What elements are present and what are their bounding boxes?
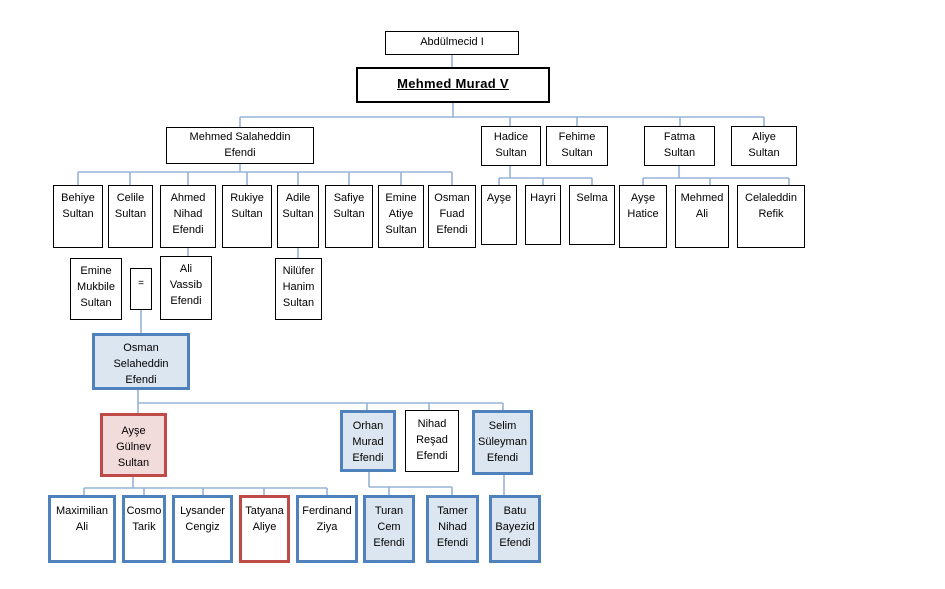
node-tamer-nihad: Tamer Nihad Efendi <box>426 495 479 563</box>
node-ferdinand-ziya: Ferdinand Ziya <box>296 495 358 563</box>
node-ali-vassib: Ali Vassib Efendi <box>160 256 212 320</box>
node-nilufer-hanim: Nilüfer Hanim Sultan <box>275 258 322 320</box>
node-osman-fuad: Osman Fuad Efendi <box>428 185 476 248</box>
connector-ayse-gulnev-children <box>83 477 328 495</box>
node-fehime-sultan: Fehime Sultan <box>546 126 608 166</box>
node-ayse: Ayşe <box>481 185 517 245</box>
node-emine-atiye: Emine Atiye Sultan <box>378 185 424 248</box>
node-safiye-sultan: Safiye Sultan <box>325 185 373 248</box>
connector-osman-selaheddin-children <box>137 390 504 413</box>
node-tatyana-aliye: Tatyana Aliye <box>239 495 290 563</box>
node-hadice-sultan: Hadice Sultan <box>481 126 541 166</box>
node-behiye-sultan: Behiye Sultan <box>53 185 103 248</box>
node-selma: Selma <box>569 185 615 245</box>
node-turan-cem: Turan Cem Efendi <box>363 495 415 563</box>
node-ayse-hatice: Ayşe Hatice <box>619 185 667 248</box>
node-abdulmecid-i: Abdülmecid I <box>385 31 519 55</box>
node-cosmo-tarik: Cosmo Tarik <box>122 495 166 563</box>
connector-fatma-children <box>642 166 790 185</box>
connector-murad-children <box>239 103 765 127</box>
node-adile-sultan: Adile Sultan <box>277 185 319 248</box>
node-emine-mukbile: Emine Mukbile Sultan <box>70 258 122 320</box>
node-mehmed-ali: Mehmed Ali <box>675 185 729 248</box>
node-batu-bayezid: Batu Bayezid Efendi <box>489 495 541 563</box>
node-mehmed-murad-v: Mehmed Murad V <box>356 67 550 103</box>
node-nihad-resad: Nihad Reşad Efendi <box>405 410 459 472</box>
connector-hadice-children <box>498 166 593 185</box>
node-hayri: Hayri <box>525 185 561 245</box>
node-mehmed-salaheddin: Mehmed Salaheddin Efendi <box>166 127 314 164</box>
node-fatma-sultan: Fatma Sultan <box>644 126 715 166</box>
connector-salaheddin-children <box>77 164 453 185</box>
node-aliye-sultan: Aliye Sultan <box>731 126 797 166</box>
node-selim-suleyman: Selim Süleyman Efendi <box>472 410 533 475</box>
node-marriage-equals: = <box>130 268 152 310</box>
node-osman-selaheddin: Osman Selaheddin Efendi <box>92 333 190 390</box>
node-rukiye-sultan: Rukiye Sultan <box>222 185 272 248</box>
node-maximilian-ali: Maximilian Ali <box>48 495 116 563</box>
node-orhan-murad: Orhan Murad Efendi <box>340 410 396 472</box>
node-ahmed-nihad: Ahmed Nihad Efendi <box>160 185 216 248</box>
node-celaleddin-refik: Celaleddin Refik <box>737 185 805 248</box>
connector-orhan-children <box>368 472 453 495</box>
node-celile-sultan: Celile Sultan <box>108 185 153 248</box>
node-lysander-cengiz: Lysander Cengiz <box>172 495 233 563</box>
node-ayse-gulnev: Ayşe Gülnev Sultan <box>100 413 167 477</box>
